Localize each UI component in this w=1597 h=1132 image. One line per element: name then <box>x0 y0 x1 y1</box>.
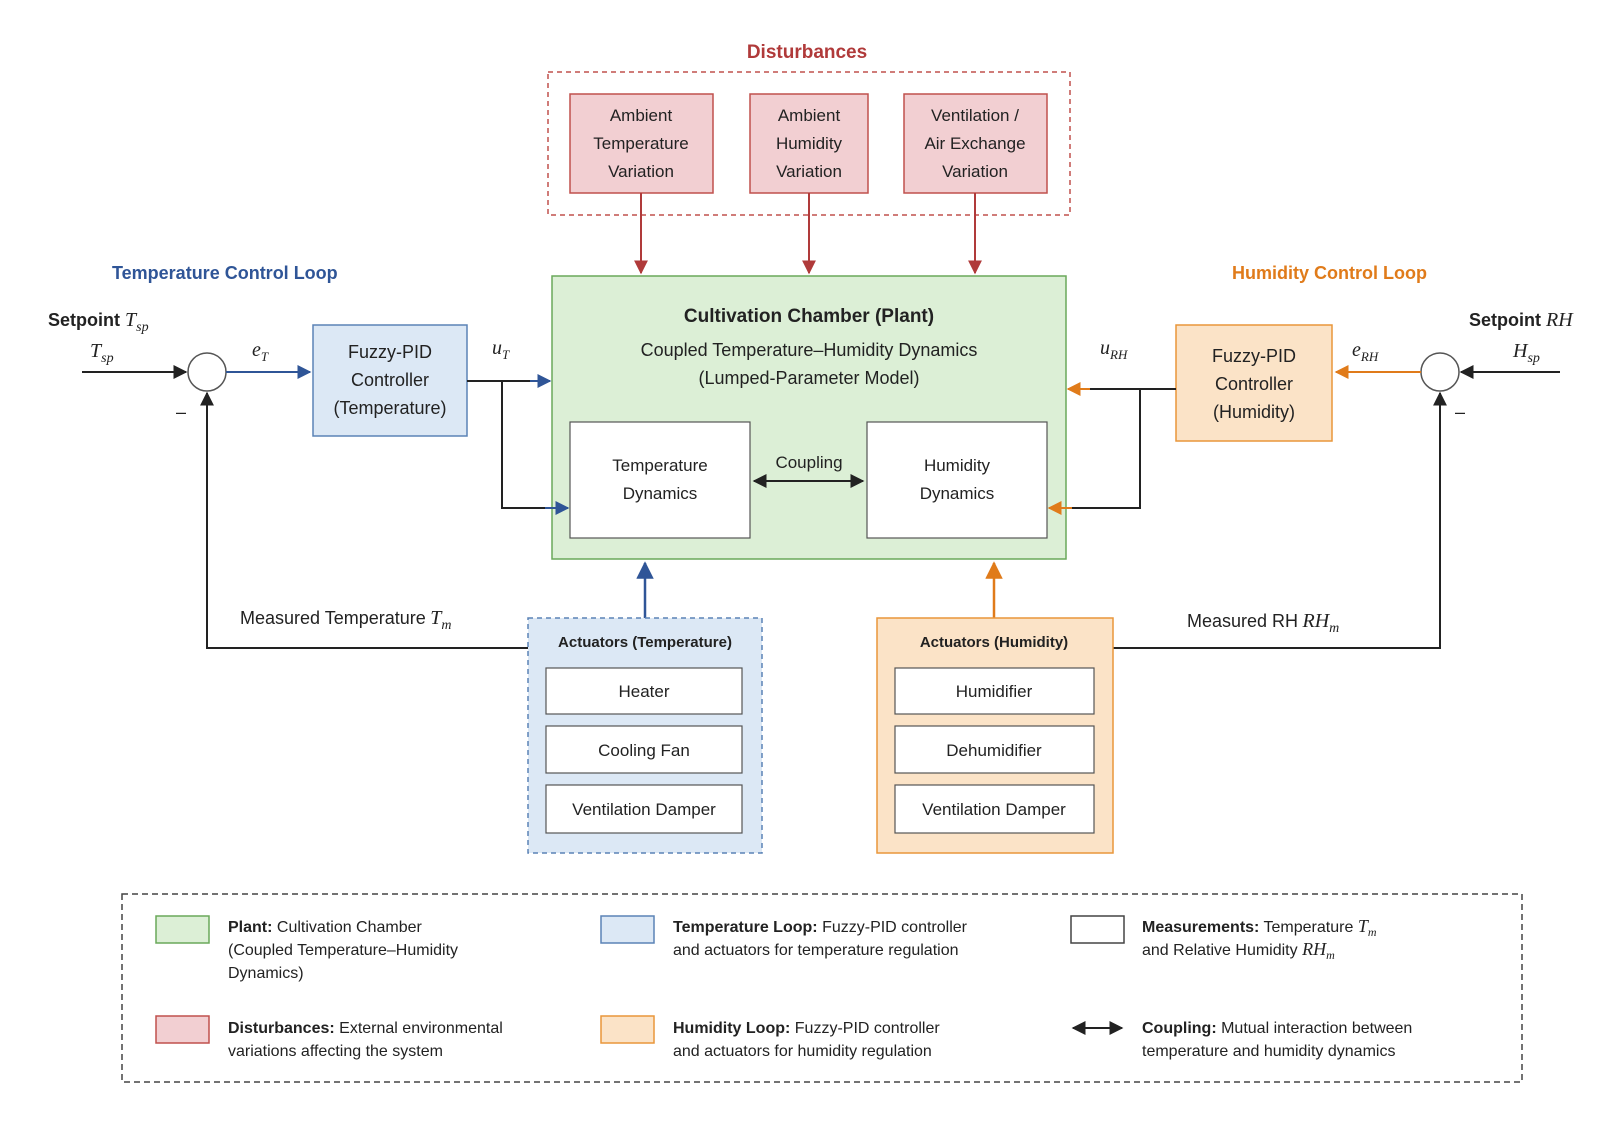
disturbance-ambient-humidity: Ambient Humidity Variation <box>749 93 869 194</box>
temp-controller-block: Fuzzy-PID Controller (Temperature) <box>312 324 468 437</box>
legend-plant-swatch <box>155 915 210 944</box>
svg-text:variations affecting the syste: variations affecting the system <box>228 1043 443 1060</box>
svg-text:(Coupled Temperature–Humidity: (Coupled Temperature–Humidity <box>228 942 458 959</box>
hum-summing-junction <box>1420 352 1460 392</box>
actuators-temperature: Actuators (Temperature) Heater Cooling F… <box>527 617 763 854</box>
legend: Plant: Cultivation Chamber (Coupled Temp… <box>121 893 1523 1083</box>
temperature-loop: Temperature Control Loop Setpoint Tsp Ts… <box>48 263 654 649</box>
actuator-humidifier: Humidifier <box>894 667 1095 715</box>
svg-text:Temperature: Temperature <box>612 456 707 475</box>
temp-error-symbol: eT <box>252 339 269 364</box>
actuator-cooling-fan: Cooling Fan <box>545 725 743 774</box>
actuator-ventilation-damper-temp: Ventilation Damper <box>545 784 743 834</box>
hum-measured-label: Measured RH RHm <box>1187 610 1339 636</box>
svg-text:Controller: Controller <box>1215 374 1293 394</box>
plant-block: Cultivation Chamber (Plant) Coupled Temp… <box>551 275 1067 560</box>
svg-text:Disturbances: External environ: Disturbances: External environmental <box>228 1020 503 1037</box>
plant-title: Cultivation Chamber (Plant) <box>684 306 934 327</box>
legend-disturbances-swatch <box>155 1015 210 1044</box>
temp-minus-sign: – <box>176 402 186 422</box>
svg-text:(Humidity): (Humidity) <box>1213 402 1295 422</box>
legend-humidity-loop: Humidity Loop: Fuzzy-PID controller and … <box>600 1015 940 1060</box>
svg-text:Dehumidifier: Dehumidifier <box>946 741 1042 760</box>
legend-temperature-swatch <box>600 915 655 944</box>
hum-setpoint-label: Setpoint RH <box>1469 309 1574 331</box>
svg-text:Temperature: Temperature <box>593 134 688 153</box>
disturbance-ventilation: Ventilation / Air Exchange Variation <box>903 93 1048 194</box>
svg-text:Ventilation Damper: Ventilation Damper <box>922 800 1066 819</box>
hum-error-symbol: eRH <box>1352 339 1379 364</box>
svg-text:Cooling Fan: Cooling Fan <box>598 741 690 760</box>
legend-humidity-swatch <box>600 1015 655 1044</box>
legend-measurements: Measurements: Temperature Tm and Relativ… <box>1070 915 1377 962</box>
svg-text:Ventilation Damper: Ventilation Damper <box>572 800 716 819</box>
svg-text:Controller: Controller <box>351 370 429 390</box>
temp-setpoint-symbol: Tsp <box>90 340 114 366</box>
svg-text:Measurements: Temperature Tm: Measurements: Temperature Tm <box>1142 916 1377 939</box>
legend-coupling: Coupling: Mutual interaction between tem… <box>1071 1020 1412 1060</box>
svg-text:Heater: Heater <box>618 682 669 701</box>
disturbances-group: Disturbances Ambient Temperature Variati… <box>547 42 1071 275</box>
hum-controller-block: Fuzzy-PID Controller (Humidity) <box>1175 324 1333 442</box>
actuators-temperature-title: Actuators (Temperature) <box>558 634 732 651</box>
temp-measured-label: Measured Temperature Tm <box>240 607 451 633</box>
disturbance-ambient-temperature: Ambient Temperature Variation <box>569 93 714 194</box>
hum-feedback-line <box>1113 391 1447 649</box>
svg-text:and actuators for temperature: and actuators for temperature regulation <box>673 942 959 959</box>
hum-branch-line <box>1070 389 1141 509</box>
svg-text:Variation: Variation <box>942 162 1008 181</box>
plant-model: (Lumped-Parameter Model) <box>698 368 919 388</box>
temp-setpoint-label: Setpoint Tsp <box>48 309 149 335</box>
actuator-dehumidifier: Dehumidifier <box>894 725 1095 774</box>
svg-text:Dynamics: Dynamics <box>623 484 698 503</box>
actuator-heater: Heater <box>545 667 743 715</box>
svg-text:temperature and humidity dynam: temperature and humidity dynamics <box>1142 1043 1395 1060</box>
legend-measurements-swatch <box>1070 915 1125 944</box>
svg-text:Humidifier: Humidifier <box>956 682 1033 701</box>
hum-control-symbol: uRH <box>1100 337 1128 362</box>
actuator-ventilation-damper-hum: Ventilation Damper <box>894 784 1095 834</box>
svg-text:Variation: Variation <box>608 162 674 181</box>
hum-setpoint-symbol: Hsp <box>1512 340 1540 366</box>
disturbances-frame <box>547 71 1071 216</box>
svg-text:Plant: Cultivation Chamber: Plant: Cultivation Chamber <box>228 919 423 936</box>
humidity-dynamics-block: Humidity Dynamics <box>866 421 1048 539</box>
humidity-loop: Humidity Control Loop Setpoint RH Hsp – … <box>985 263 1574 649</box>
temperature-loop-title: Temperature Control Loop <box>112 263 338 283</box>
plant-subtitle: Coupled Temperature–Humidity Dynamics <box>641 340 978 360</box>
svg-text:Fuzzy-PID: Fuzzy-PID <box>1212 346 1296 366</box>
svg-text:Coupling: Mutual interaction b: Coupling: Mutual interaction between <box>1142 1020 1412 1037</box>
temp-branch-line <box>501 381 550 509</box>
svg-text:Ambient: Ambient <box>610 106 673 125</box>
svg-text:Air Exchange: Air Exchange <box>924 134 1025 153</box>
legend-disturbances: Disturbances: External environmental var… <box>155 1015 503 1060</box>
hum-minus-sign: – <box>1455 402 1465 422</box>
actuators-humidity: Actuators (Humidity) Humidifier Dehumidi… <box>876 617 1114 854</box>
legend-frame <box>121 893 1523 1083</box>
coupling-label: Coupling <box>775 453 842 472</box>
actuators-humidity-title: Actuators (Humidity) <box>920 634 1068 651</box>
legend-plant: Plant: Cultivation Chamber (Coupled Temp… <box>155 915 458 982</box>
humidity-loop-title: Humidity Control Loop <box>1232 263 1427 283</box>
svg-text:Dynamics): Dynamics) <box>228 965 304 982</box>
temp-control-symbol: uT <box>492 337 510 362</box>
svg-text:Variation: Variation <box>776 162 842 181</box>
temperature-dynamics-block: Temperature Dynamics <box>569 421 751 539</box>
temp-summing-junction <box>187 352 227 392</box>
svg-text:Fuzzy-PID: Fuzzy-PID <box>348 342 432 362</box>
disturbances-title: Disturbances <box>747 42 867 63</box>
svg-text:and actuators for humidity reg: and actuators for humidity regulation <box>673 1043 932 1060</box>
svg-text:Humidity: Humidity <box>924 456 991 475</box>
svg-text:Ambient: Ambient <box>778 106 841 125</box>
svg-text:Ventilation /: Ventilation / <box>931 106 1019 125</box>
svg-text:Dynamics: Dynamics <box>920 484 995 503</box>
legend-temperature-loop: Temperature Loop: Fuzzy-PID controller a… <box>600 915 968 959</box>
svg-text:Temperature Loop: Fuzzy-PID co: Temperature Loop: Fuzzy-PID controller <box>673 919 968 936</box>
svg-text:(Temperature): (Temperature) <box>333 398 446 418</box>
svg-text:Humidity Loop: Fuzzy-PID contr: Humidity Loop: Fuzzy-PID controller <box>673 1020 940 1037</box>
svg-text:Humidity: Humidity <box>776 134 843 153</box>
svg-text:and Relative Humidity RHm: and Relative Humidity RHm <box>1142 939 1335 962</box>
temp-feedback-line <box>200 391 528 649</box>
